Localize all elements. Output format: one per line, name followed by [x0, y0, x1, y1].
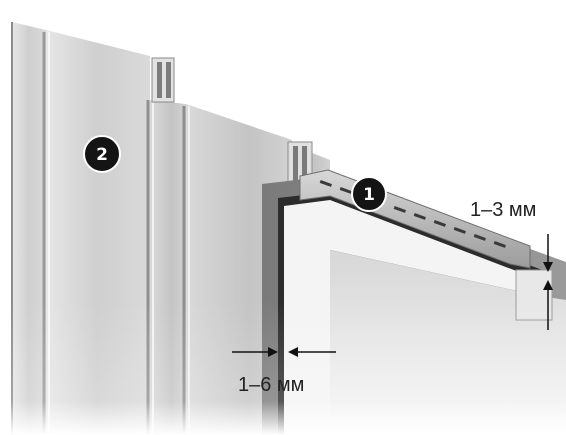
side-gap-dimension [232, 347, 336, 357]
badge-circle-2 [83, 135, 121, 173]
badge-circle-1 [351, 176, 387, 212]
top-gap-dimension [543, 234, 553, 330]
nail-hem [166, 62, 171, 98]
side-gap-label: 1–6 мм [238, 374, 304, 396]
top-gap-arrowhead-upper [543, 262, 553, 272]
badge-label-2: 2 [96, 145, 108, 165]
bottom-fade [0, 300, 566, 435]
nail-hem [293, 146, 298, 184]
side-gap-arrowhead-left [268, 347, 278, 357]
opening-frame-face [284, 200, 540, 435]
top-gap-arrowhead-lower [543, 280, 553, 290]
badge-label-1: 1 [363, 185, 375, 205]
callout-badge-2: 2 [83, 135, 121, 173]
top-gap-label: 1–3 мм [470, 199, 536, 221]
nail-hem [302, 146, 307, 184]
j-channel-slots [319, 180, 506, 248]
nail-hem [157, 62, 162, 98]
callout-badge-1: 1 [351, 176, 387, 212]
side-gap-arrowhead-right [288, 347, 298, 357]
